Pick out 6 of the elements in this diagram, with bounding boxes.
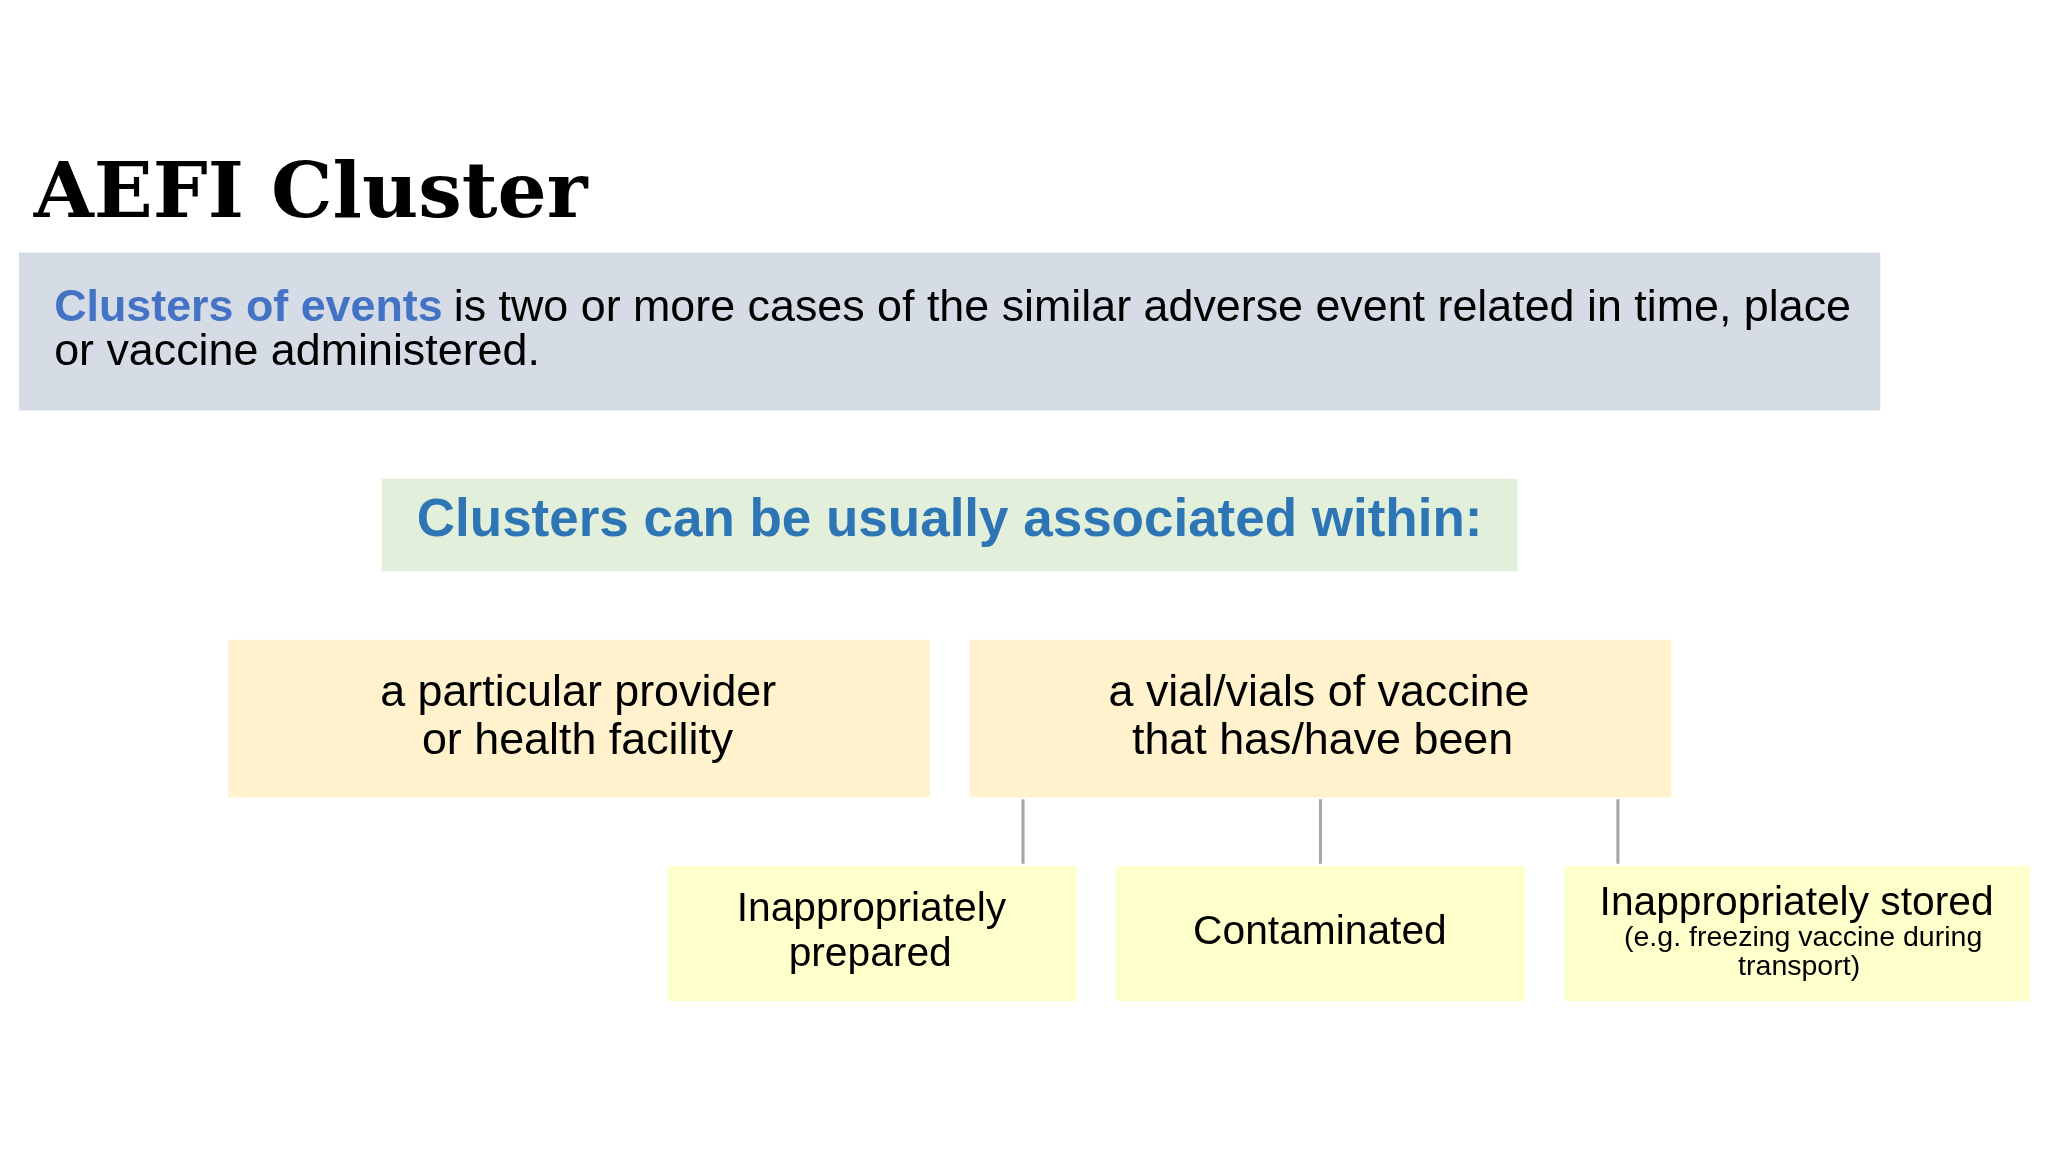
node-box: a particular provider or health facility xyxy=(224,636,933,801)
node-box: Clusters can be usually associated within: xyxy=(378,475,1521,575)
connector xyxy=(1318,799,1322,864)
connector xyxy=(1615,799,1619,864)
connector xyxy=(1020,799,1024,864)
diagram-title: AEFI Cluster xyxy=(33,144,588,236)
